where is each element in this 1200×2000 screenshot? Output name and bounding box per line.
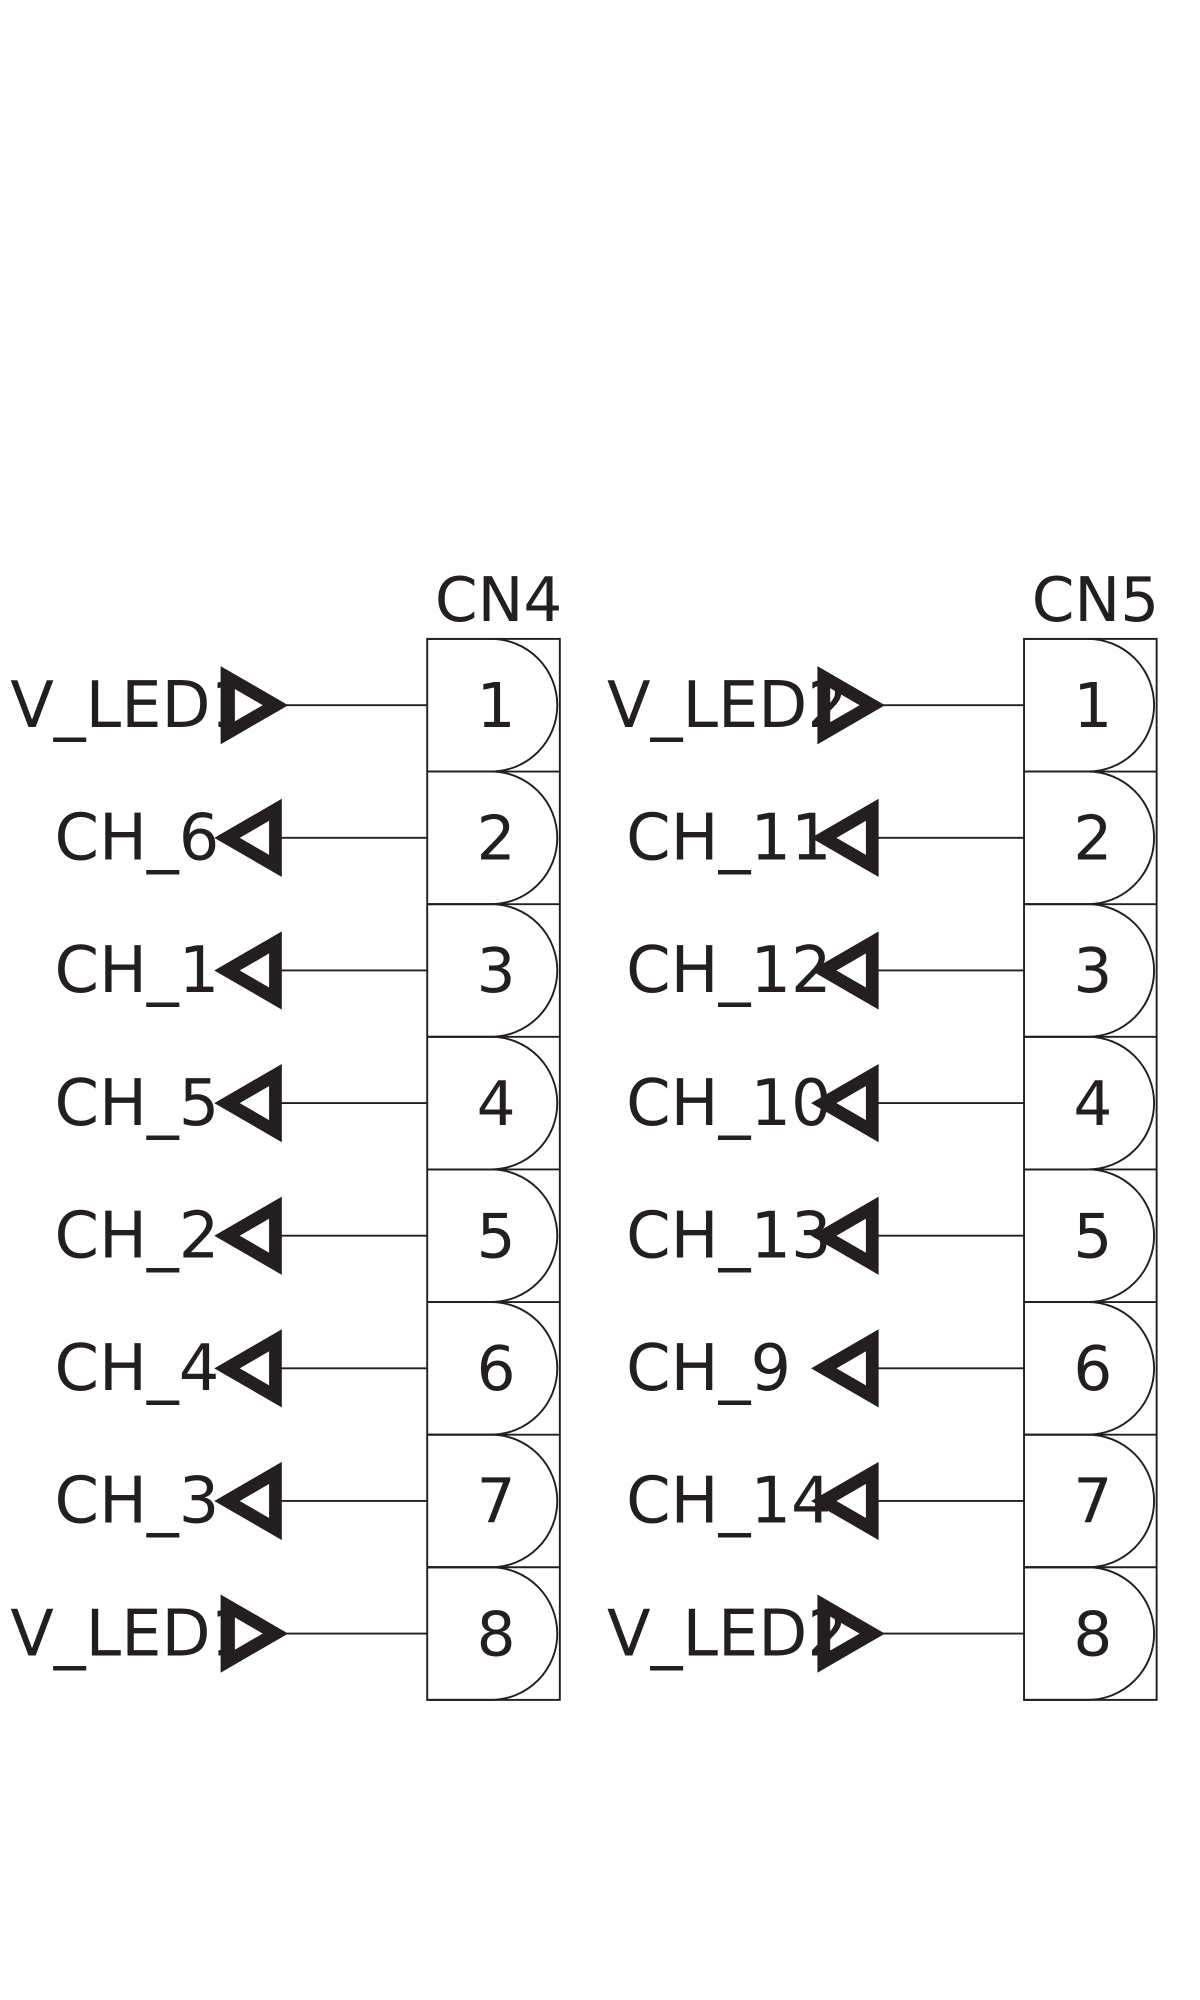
pin-contact-outline [427, 1566, 559, 1701]
connector-ref-label: CN5 [1032, 565, 1159, 636]
pin-number: 8 [477, 1599, 516, 1670]
pin-3: 3 CH_1 [54, 903, 560, 1038]
pin-number: 4 [477, 1069, 516, 1140]
pin-number: 6 [1073, 1334, 1112, 1405]
input-port-icon [214, 798, 282, 877]
net-label: CH_3 [54, 1465, 219, 1539]
input-port-icon [214, 1196, 282, 1275]
pin-contact-outline [1024, 1566, 1155, 1701]
pin-4: 4 CH_10 [626, 1035, 1157, 1171]
pin-number: 7 [477, 1467, 516, 1538]
pin-contact-outline [427, 770, 559, 906]
output-port-icon [817, 666, 885, 745]
pin-number: 5 [1073, 1201, 1112, 1272]
pin-contact-outline [1024, 637, 1155, 773]
output-port-icon [220, 1594, 289, 1673]
net-label: CH_14 [626, 1465, 831, 1539]
pin-number: 5 [477, 1201, 516, 1272]
pin-contact-outline [427, 1035, 559, 1171]
pin-contact-outline [1024, 1301, 1155, 1436]
pin-number: 1 [1073, 671, 1112, 742]
pin-2: 2 CH_11 [626, 770, 1157, 906]
pin-contact-outline [427, 1433, 559, 1569]
input-port-icon [811, 931, 879, 1010]
pin-8: 8 V_LED1 [10, 1566, 560, 1701]
input-port-icon [811, 1461, 879, 1541]
schematic-root: CN41V_LED12CH_63CH_14CH_55CH_26CH_47CH_3… [10, 565, 1159, 1701]
pin-contact-outline [1024, 770, 1155, 906]
pin-4: 4 CH_5 [54, 1035, 560, 1171]
pin-3: 3 CH_12 [626, 903, 1157, 1038]
input-port-icon [214, 931, 282, 1010]
pin-contact-outline [427, 903, 559, 1038]
net-label: CH_12 [626, 934, 831, 1008]
net-label: CH_4 [54, 1332, 219, 1406]
pin-6: 6 CH_4 [54, 1301, 560, 1436]
net-label: CH_1 [54, 934, 219, 1008]
pin-8: 8 V_LED2 [607, 1566, 1157, 1701]
pin-6: 6 CH_9 [626, 1301, 1157, 1436]
net-label: CH_13 [626, 1199, 831, 1273]
input-port-icon [214, 1461, 282, 1541]
net-label: V_LED2 [607, 1597, 848, 1671]
net-label: CH_11 [626, 802, 831, 876]
pin-contact-outline [1024, 1433, 1155, 1569]
pin-number: 8 [1073, 1599, 1112, 1670]
net-label: CH_10 [626, 1067, 831, 1141]
net-label: V_LED2 [607, 669, 848, 743]
pin-contact-outline [427, 1301, 559, 1436]
input-port-icon [214, 1063, 282, 1143]
pin-number: 1 [477, 671, 516, 742]
pin-contact-outline [1024, 1035, 1155, 1171]
connector-ref-label: CN4 [435, 565, 562, 636]
pin-1: 1 V_LED1 [10, 637, 559, 773]
pin-contact-outline [427, 1168, 559, 1303]
pin-number: 2 [477, 804, 516, 875]
pin-number: 3 [1073, 936, 1112, 1007]
output-port-icon [220, 666, 289, 745]
pin-2: 2 CH_6 [54, 770, 560, 906]
net-label: V_LED1 [10, 669, 251, 743]
connector-cn5: CN51V_LED22CH_113CH_124CH_105CH_136CH_97… [607, 565, 1159, 1701]
input-port-icon [811, 798, 879, 877]
pin-1: 1 V_LED2 [607, 637, 1155, 773]
net-label: CH_9 [626, 1332, 791, 1406]
pin-number: 2 [1073, 804, 1112, 875]
pin-contact-outline [1024, 903, 1155, 1038]
input-port-icon [214, 1329, 282, 1408]
net-label: CH_6 [54, 802, 219, 876]
pin-contact-outline [1024, 1168, 1155, 1303]
input-port-icon [811, 1196, 879, 1275]
pin-contact-outline [427, 637, 559, 773]
net-label: CH_2 [54, 1199, 219, 1273]
pin-7: 7 CH_3 [54, 1433, 560, 1569]
pin-number: 6 [477, 1334, 516, 1405]
output-port-icon [817, 1594, 885, 1673]
input-port-icon [811, 1329, 879, 1408]
net-label: V_LED1 [10, 1597, 251, 1671]
input-port-icon [811, 1063, 879, 1143]
pin-number: 7 [1073, 1467, 1112, 1538]
pin-5: 5 CH_2 [54, 1168, 560, 1303]
pin-5: 5 CH_13 [626, 1168, 1157, 1303]
pin-number: 3 [477, 936, 516, 1007]
pin-number: 4 [1073, 1069, 1112, 1140]
net-label: CH_5 [54, 1067, 219, 1141]
pin-7: 7 CH_14 [626, 1433, 1157, 1569]
connector-cn4: CN41V_LED12CH_63CH_14CH_55CH_26CH_47CH_3… [10, 565, 562, 1701]
